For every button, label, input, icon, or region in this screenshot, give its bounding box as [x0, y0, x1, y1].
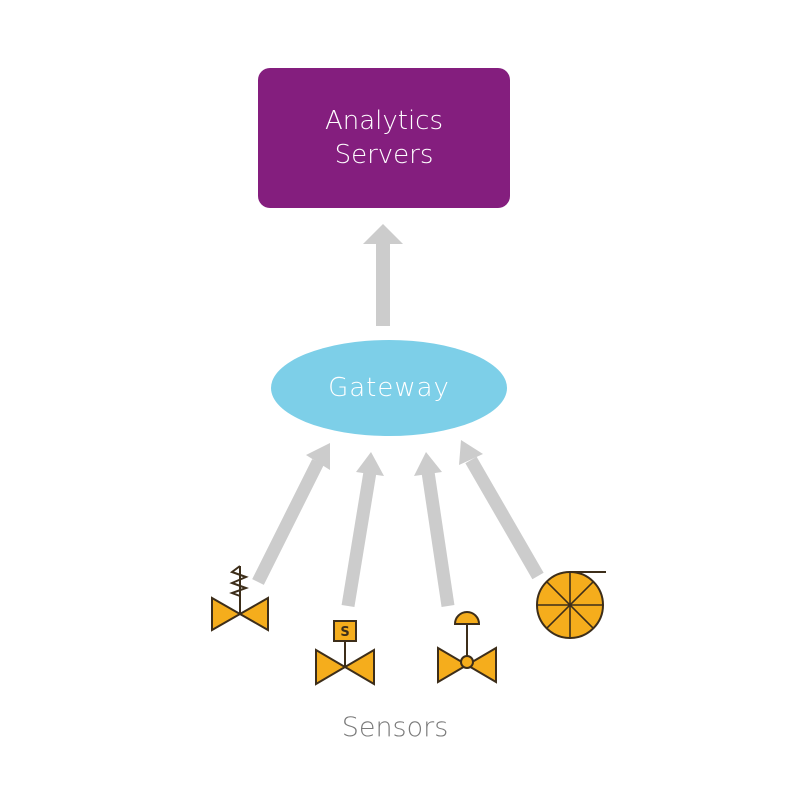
arrow-sensor2-to-gateway — [341, 452, 384, 608]
solenoid-letter: S — [340, 625, 349, 640]
arrow-sensor4-to-gateway — [459, 440, 544, 580]
analytics-servers-line1: Analytics — [324, 106, 444, 136]
solenoid-valve-icon: S — [315, 620, 375, 686]
spring-valve-icon — [211, 565, 269, 632]
diaphragm-valve-icon — [437, 611, 497, 684]
gateway-label: Gateway — [328, 373, 450, 403]
arrow-sensor3-to-gateway — [414, 452, 455, 607]
analytics-servers-line2: Servers — [334, 140, 434, 170]
gateway-node: Gateway — [271, 340, 507, 436]
pump-icon — [536, 571, 606, 639]
arrow-sensor1-to-gateway — [252, 443, 330, 585]
sensors-label: Sensors — [341, 712, 449, 743]
analytics-servers-box: Analytics Servers — [258, 68, 510, 208]
arrow-gateway-to-servers — [363, 224, 403, 326]
